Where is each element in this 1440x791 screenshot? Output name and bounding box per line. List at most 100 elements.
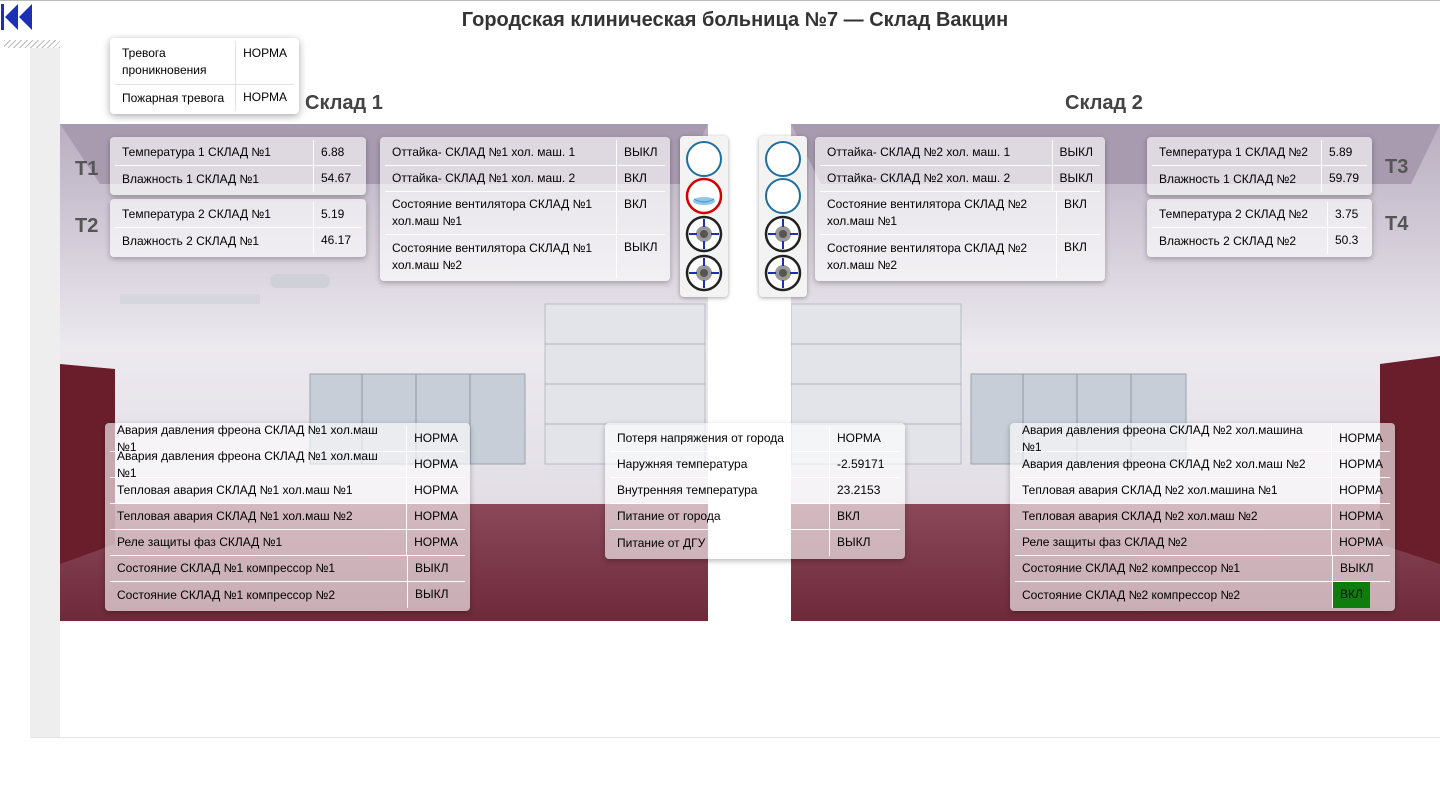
alarm-label: Тревога проникновения (115, 41, 237, 84)
alarm-status-active: ВКЛ (1333, 582, 1370, 608)
alarm-row-fire: Пожарная тревога НОРМА (115, 85, 294, 111)
alarm-status: НОРМА (1339, 431, 1383, 445)
wh1-sensor-panel-t2: Температура 2 СКЛАД №1 5.19 Влажность 2 … (110, 199, 366, 257)
alarm-status: НОРМА (1339, 483, 1383, 497)
equipment-status: ВКЛ (624, 197, 647, 211)
wh2-equipment-panel: Оттайка- СКЛАД №2 хол. маш. 1 ВЫКЛ Оттай… (815, 137, 1105, 281)
alarm-label: Тепловая авария СКЛАД №1 хол.маш №1 (110, 478, 408, 503)
sensor-value: 46.17 (321, 233, 352, 247)
alarm-label: Авария давления фреона СКЛАД №2 хол.маши… (1015, 423, 1333, 454)
power-value: 23.2153 (837, 483, 881, 497)
alarm-label: Состояние СКЛАД №2 компрессор №1 (1015, 556, 1333, 581)
back-icon[interactable] (0, 2, 34, 32)
sensor-label: Влажность 1 СКЛАД №1 (115, 166, 314, 192)
sensor-label: Влажность 1 СКЛАД №2 (1152, 166, 1322, 192)
alarm-status: НОРМА (1339, 535, 1383, 549)
equipment-row: Оттайка- СКЛАД №1 хол. маш. 2 ВКЛ (385, 166, 665, 192)
alarm-label: Тепловая авария СКЛАД №2 хол.маш №2 (1015, 504, 1333, 529)
equipment-label: Оттайка- СКЛАД №1 хол. маш. 2 (385, 166, 617, 191)
equipment-row: Состояние вентилятора СКЛАД №2 хол.маш №… (820, 192, 1100, 235)
power-value: НОРМА (837, 431, 881, 445)
sensor-value: 59.79 (1329, 171, 1360, 185)
alarm-status: ВЫКЛ (1340, 561, 1374, 575)
alarm-row: Авария давления фреона СКЛАД №2 хол.маш … (1015, 452, 1390, 478)
sensor-value: 5.89 (1329, 145, 1353, 159)
fan-icon (685, 254, 723, 292)
equipment-label: Оттайка- СКЛАД №2 хол. маш. 1 (820, 140, 1053, 165)
general-alarms-panel: Тревога проникновения НОРМА Пожарная тре… (110, 38, 299, 114)
equipment-label: Состояние вентилятора СКЛАД №1 хол.маш №… (385, 235, 617, 278)
wh1-alarms-panel: Авария давления фреона СКЛАД №1 хол.маш … (105, 423, 470, 611)
alarm-status: НОРМА (414, 535, 458, 549)
equipment-label: Оттайка- СКЛАД №2 хол. маш. 2 (820, 166, 1053, 191)
bottom-border (30, 737, 1440, 738)
power-row: Питание от города ВКЛ (610, 504, 900, 530)
alarm-row-intrusion: Тревога проникновения НОРМА (115, 41, 294, 85)
equipment-status: ВЫКЛ (624, 240, 658, 254)
equipment-row: Состояние вентилятора СКЛАД №2 хол.маш №… (820, 235, 1100, 278)
equipment-row: Оттайка- СКЛАД №2 хол. маш. 1 ВЫКЛ (820, 140, 1100, 166)
equipment-row: Оттайка- СКЛАД №1 хол. маш. 1 ВЫКЛ (385, 140, 665, 166)
sensor-value: 5.19 (321, 207, 345, 221)
power-label: Потеря напряжения от города (610, 426, 830, 451)
sensor-row: Температура 1 СКЛАД №1 6.88 (115, 140, 361, 166)
alarm-label: Авария давления фреона СКЛАД №1 хол.маш … (110, 449, 408, 480)
wh2-sensor-panel-t4: Температура 2 СКЛАД №2 3.75 Влажность 2 … (1147, 199, 1372, 257)
power-label: Питание от ДГУ (610, 530, 830, 556)
power-value: ВЫКЛ (837, 535, 871, 549)
power-label: Наружняя температура (610, 452, 830, 477)
equipment-status: ВКЛ (1064, 197, 1087, 211)
sensor-label-t1: T1 (75, 158, 99, 180)
wh1-indicator-column (680, 136, 728, 297)
sensor-label: Влажность 2 СКЛАД №1 (115, 228, 314, 254)
power-label: Питание от города (610, 504, 830, 529)
power-value: ВКЛ (837, 509, 860, 523)
alarm-status: НОРМА (243, 90, 287, 104)
sensor-row: Влажность 1 СКЛАД №2 59.79 (1152, 166, 1367, 192)
alarm-status: НОРМА (243, 46, 287, 60)
sensor-value: 6.88 (321, 145, 345, 159)
left-sidebar (30, 48, 60, 738)
hatch-decoration (4, 40, 60, 48)
alarm-label: Тепловая авария СКЛАД №1 хол.маш №2 (110, 504, 408, 529)
fan-icon (764, 215, 802, 253)
wh1-equipment-panel: Оттайка- СКЛАД №1 хол. маш. 1 ВЫКЛ Оттай… (380, 137, 670, 281)
alarm-row: Авария давления фреона СКЛАД №1 хол.маш … (110, 449, 465, 480)
fan-icon (685, 215, 723, 253)
top-border (0, 0, 1440, 1)
sensor-row: Влажность 2 СКЛАД №2 50.3 (1152, 228, 1367, 254)
defrost-on-icon (685, 177, 723, 215)
alarm-status: ВЫКЛ (415, 587, 449, 601)
sensor-label: Температура 1 СКЛАД №1 (115, 140, 314, 165)
alarm-row: Состояние СКЛАД №2 компрессор №1 ВЫКЛ (1015, 556, 1390, 582)
equipment-label: Состояние вентилятора СКЛАД №2 хол.маш №… (820, 192, 1057, 234)
equipment-status: ВЫКЛ (1059, 145, 1094, 159)
alarm-label: Состояние СКЛАД №1 компрессор №1 (110, 556, 408, 581)
fan-icon (764, 254, 802, 292)
alarm-status: НОРМА (1339, 509, 1383, 523)
alarm-label: Пожарная тревога (115, 85, 237, 111)
sensor-value: 54.67 (321, 171, 352, 185)
alarm-label: Реле защиты фаз СКЛАД №1 (110, 530, 408, 555)
equipment-status: ВЫКЛ (1059, 171, 1094, 185)
alarm-status: НОРМА (414, 431, 458, 445)
sensor-row: Влажность 2 СКЛАД №1 46.17 (115, 228, 361, 254)
alarm-row: Авария давления фреона СКЛАД №2 хол.маши… (1015, 423, 1390, 454)
sensor-row: Температура 2 СКЛАД №2 3.75 (1152, 202, 1367, 228)
power-panel: Потеря напряжения от города НОРМА Наружня… (605, 423, 905, 559)
equipment-status: ВКЛ (624, 171, 647, 185)
sensor-label-t3: T3 (1385, 156, 1409, 178)
sensor-value: 50.3 (1335, 233, 1359, 247)
sensor-row: Температура 2 СКЛАД №1 5.19 (115, 202, 361, 228)
sensor-label: Температура 2 СКЛАД №1 (115, 202, 314, 227)
equipment-status: ВКЛ (1064, 240, 1087, 254)
defrost-off-icon (764, 140, 802, 178)
equipment-label: Оттайка- СКЛАД №1 хол. маш. 1 (385, 140, 617, 165)
wh1-sensor-panel-t1: Температура 1 СКЛАД №1 6.88 Влажность 1 … (110, 137, 366, 195)
equipment-label: Состояние вентилятора СКЛАД №2 хол.маш №… (820, 235, 1057, 278)
